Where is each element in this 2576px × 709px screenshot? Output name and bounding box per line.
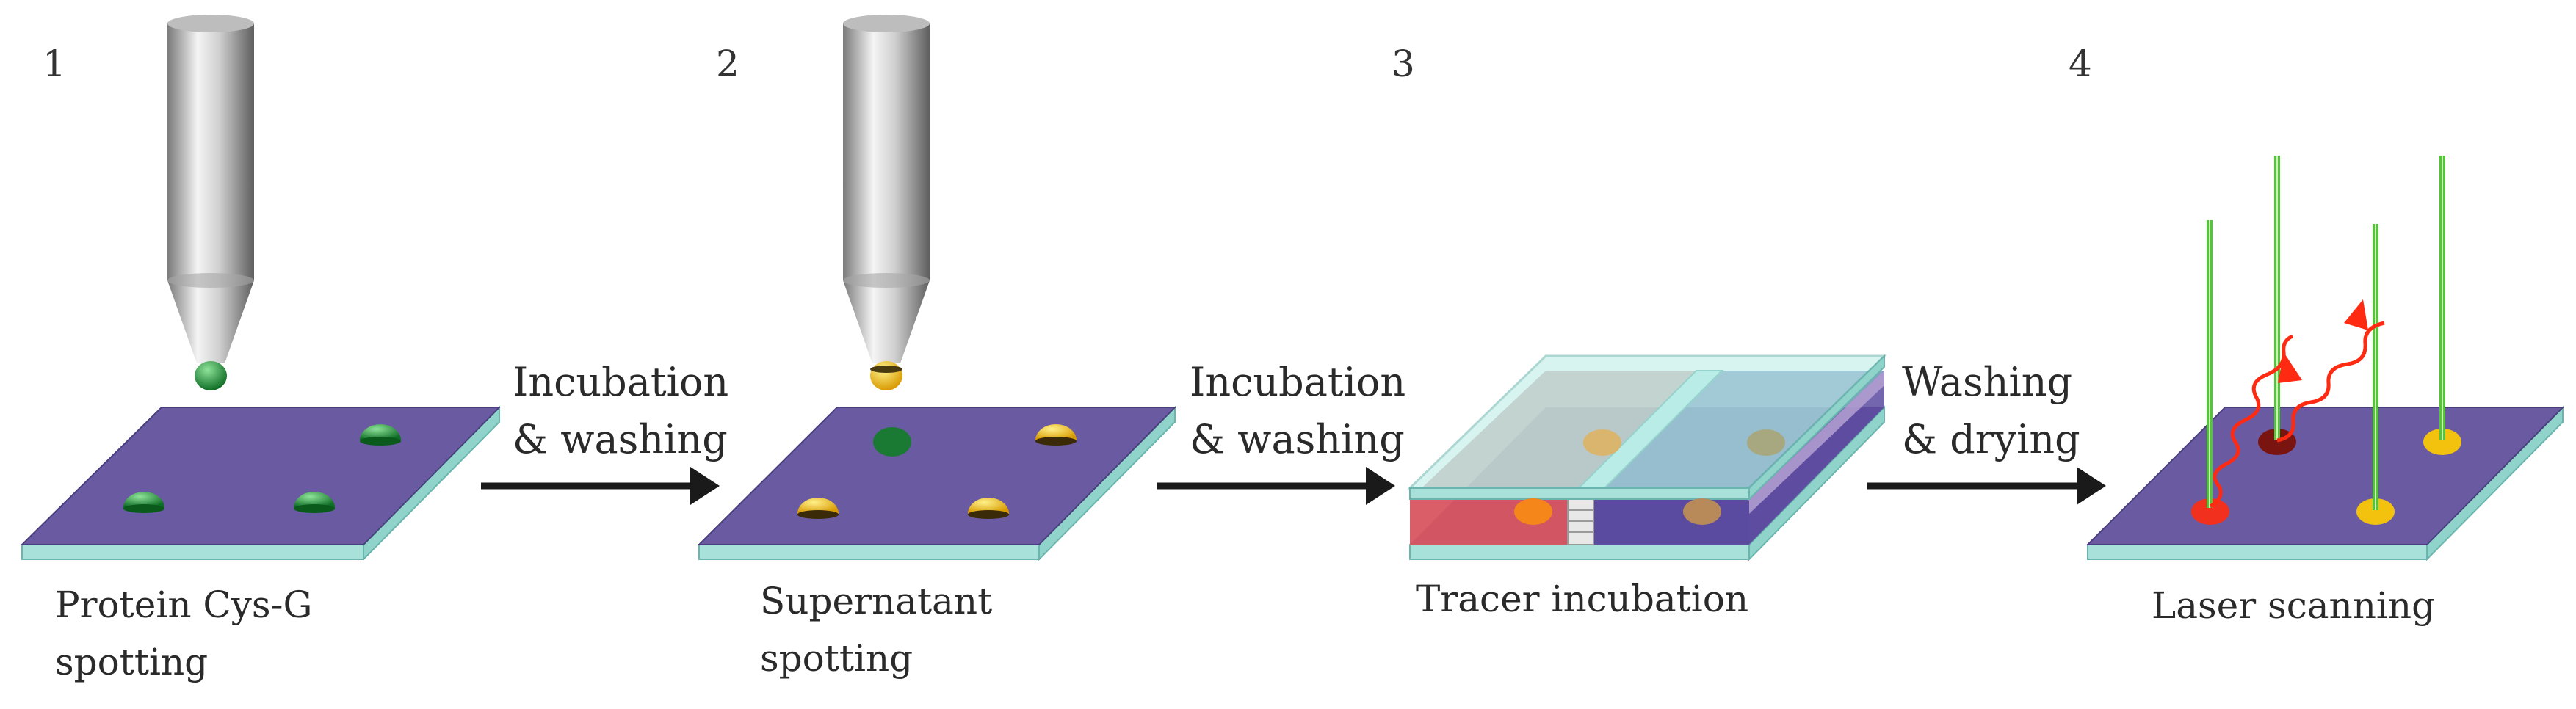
panel-1 bbox=[20, 15, 502, 561]
transition-line: Incubation bbox=[1190, 359, 1406, 405]
transition-line: Washing bbox=[1902, 359, 2073, 405]
spot-tan bbox=[1747, 429, 1785, 456]
transition-arrow-1 bbox=[481, 467, 720, 505]
transition-label-3: Washing & drying bbox=[1902, 354, 2080, 468]
panel-4 bbox=[2085, 156, 2565, 561]
step-caption-1: Protein Cys-G spotting bbox=[55, 576, 312, 691]
caption-line: spotting bbox=[760, 637, 913, 680]
emission-wave-icon bbox=[2276, 299, 2385, 443]
caption-line: Supernatant bbox=[760, 580, 993, 622]
transition-line: & washing bbox=[513, 416, 728, 462]
tracer-chamber-right bbox=[1593, 499, 1749, 545]
spot-green bbox=[360, 424, 401, 446]
spot-yellow bbox=[968, 498, 1009, 519]
spot-green bbox=[123, 492, 164, 513]
spot-yellow bbox=[2423, 429, 2461, 455]
caption-line: Laser scanning bbox=[2152, 584, 2436, 627]
spot-tan bbox=[1583, 429, 1621, 456]
panel-2 bbox=[697, 15, 1177, 561]
step-caption-4: Laser scanning bbox=[2152, 577, 2435, 634]
transition-label-1: Incubation & washing bbox=[513, 354, 728, 468]
spot-green bbox=[294, 492, 335, 513]
emission-wave-icon bbox=[2209, 334, 2302, 509]
step-number-2: 2 bbox=[716, 43, 739, 85]
glass-slide bbox=[697, 405, 1177, 561]
spot-orange bbox=[1514, 498, 1552, 525]
caption-line: Protein Cys-G bbox=[55, 583, 313, 626]
caption-line: spotting bbox=[55, 641, 209, 683]
spot-green bbox=[873, 427, 911, 457]
step-number-3: 3 bbox=[1392, 43, 1415, 85]
transition-arrow-2 bbox=[1157, 467, 1395, 505]
spot-red bbox=[2191, 498, 2229, 525]
spot-tan bbox=[1683, 498, 1721, 525]
spot-yellow bbox=[797, 498, 839, 519]
laser-beam-icon bbox=[2207, 220, 2213, 508]
pipette-tip-icon bbox=[843, 15, 930, 390]
laser-beam-icon bbox=[2373, 224, 2378, 510]
laser-beam-icon bbox=[2439, 156, 2445, 440]
transition-arrow-3 bbox=[1867, 467, 2106, 505]
laser-beam-icon bbox=[2274, 156, 2280, 440]
caption-line: Tracer incubation bbox=[1416, 578, 1749, 620]
glass-slide bbox=[20, 405, 502, 561]
step-number-4: 4 bbox=[2069, 43, 2092, 85]
transition-label-2: Incubation & washing bbox=[1190, 354, 1405, 468]
pipette-drop-green bbox=[195, 361, 227, 390]
glass-slide bbox=[2085, 405, 2565, 561]
transition-line: & drying bbox=[1902, 416, 2080, 462]
pipette-tip-icon bbox=[167, 15, 254, 390]
transition-line: Incubation bbox=[513, 359, 729, 405]
step-number-1: 1 bbox=[43, 43, 66, 85]
panel-3 bbox=[1407, 354, 1887, 561]
spot-yellow bbox=[2356, 498, 2395, 525]
transition-line: & washing bbox=[1190, 416, 1405, 462]
spot-yellow bbox=[1035, 424, 1077, 446]
step-caption-3: Tracer incubation bbox=[1416, 570, 1748, 628]
step-caption-2: Supernatant spotting bbox=[760, 572, 992, 687]
